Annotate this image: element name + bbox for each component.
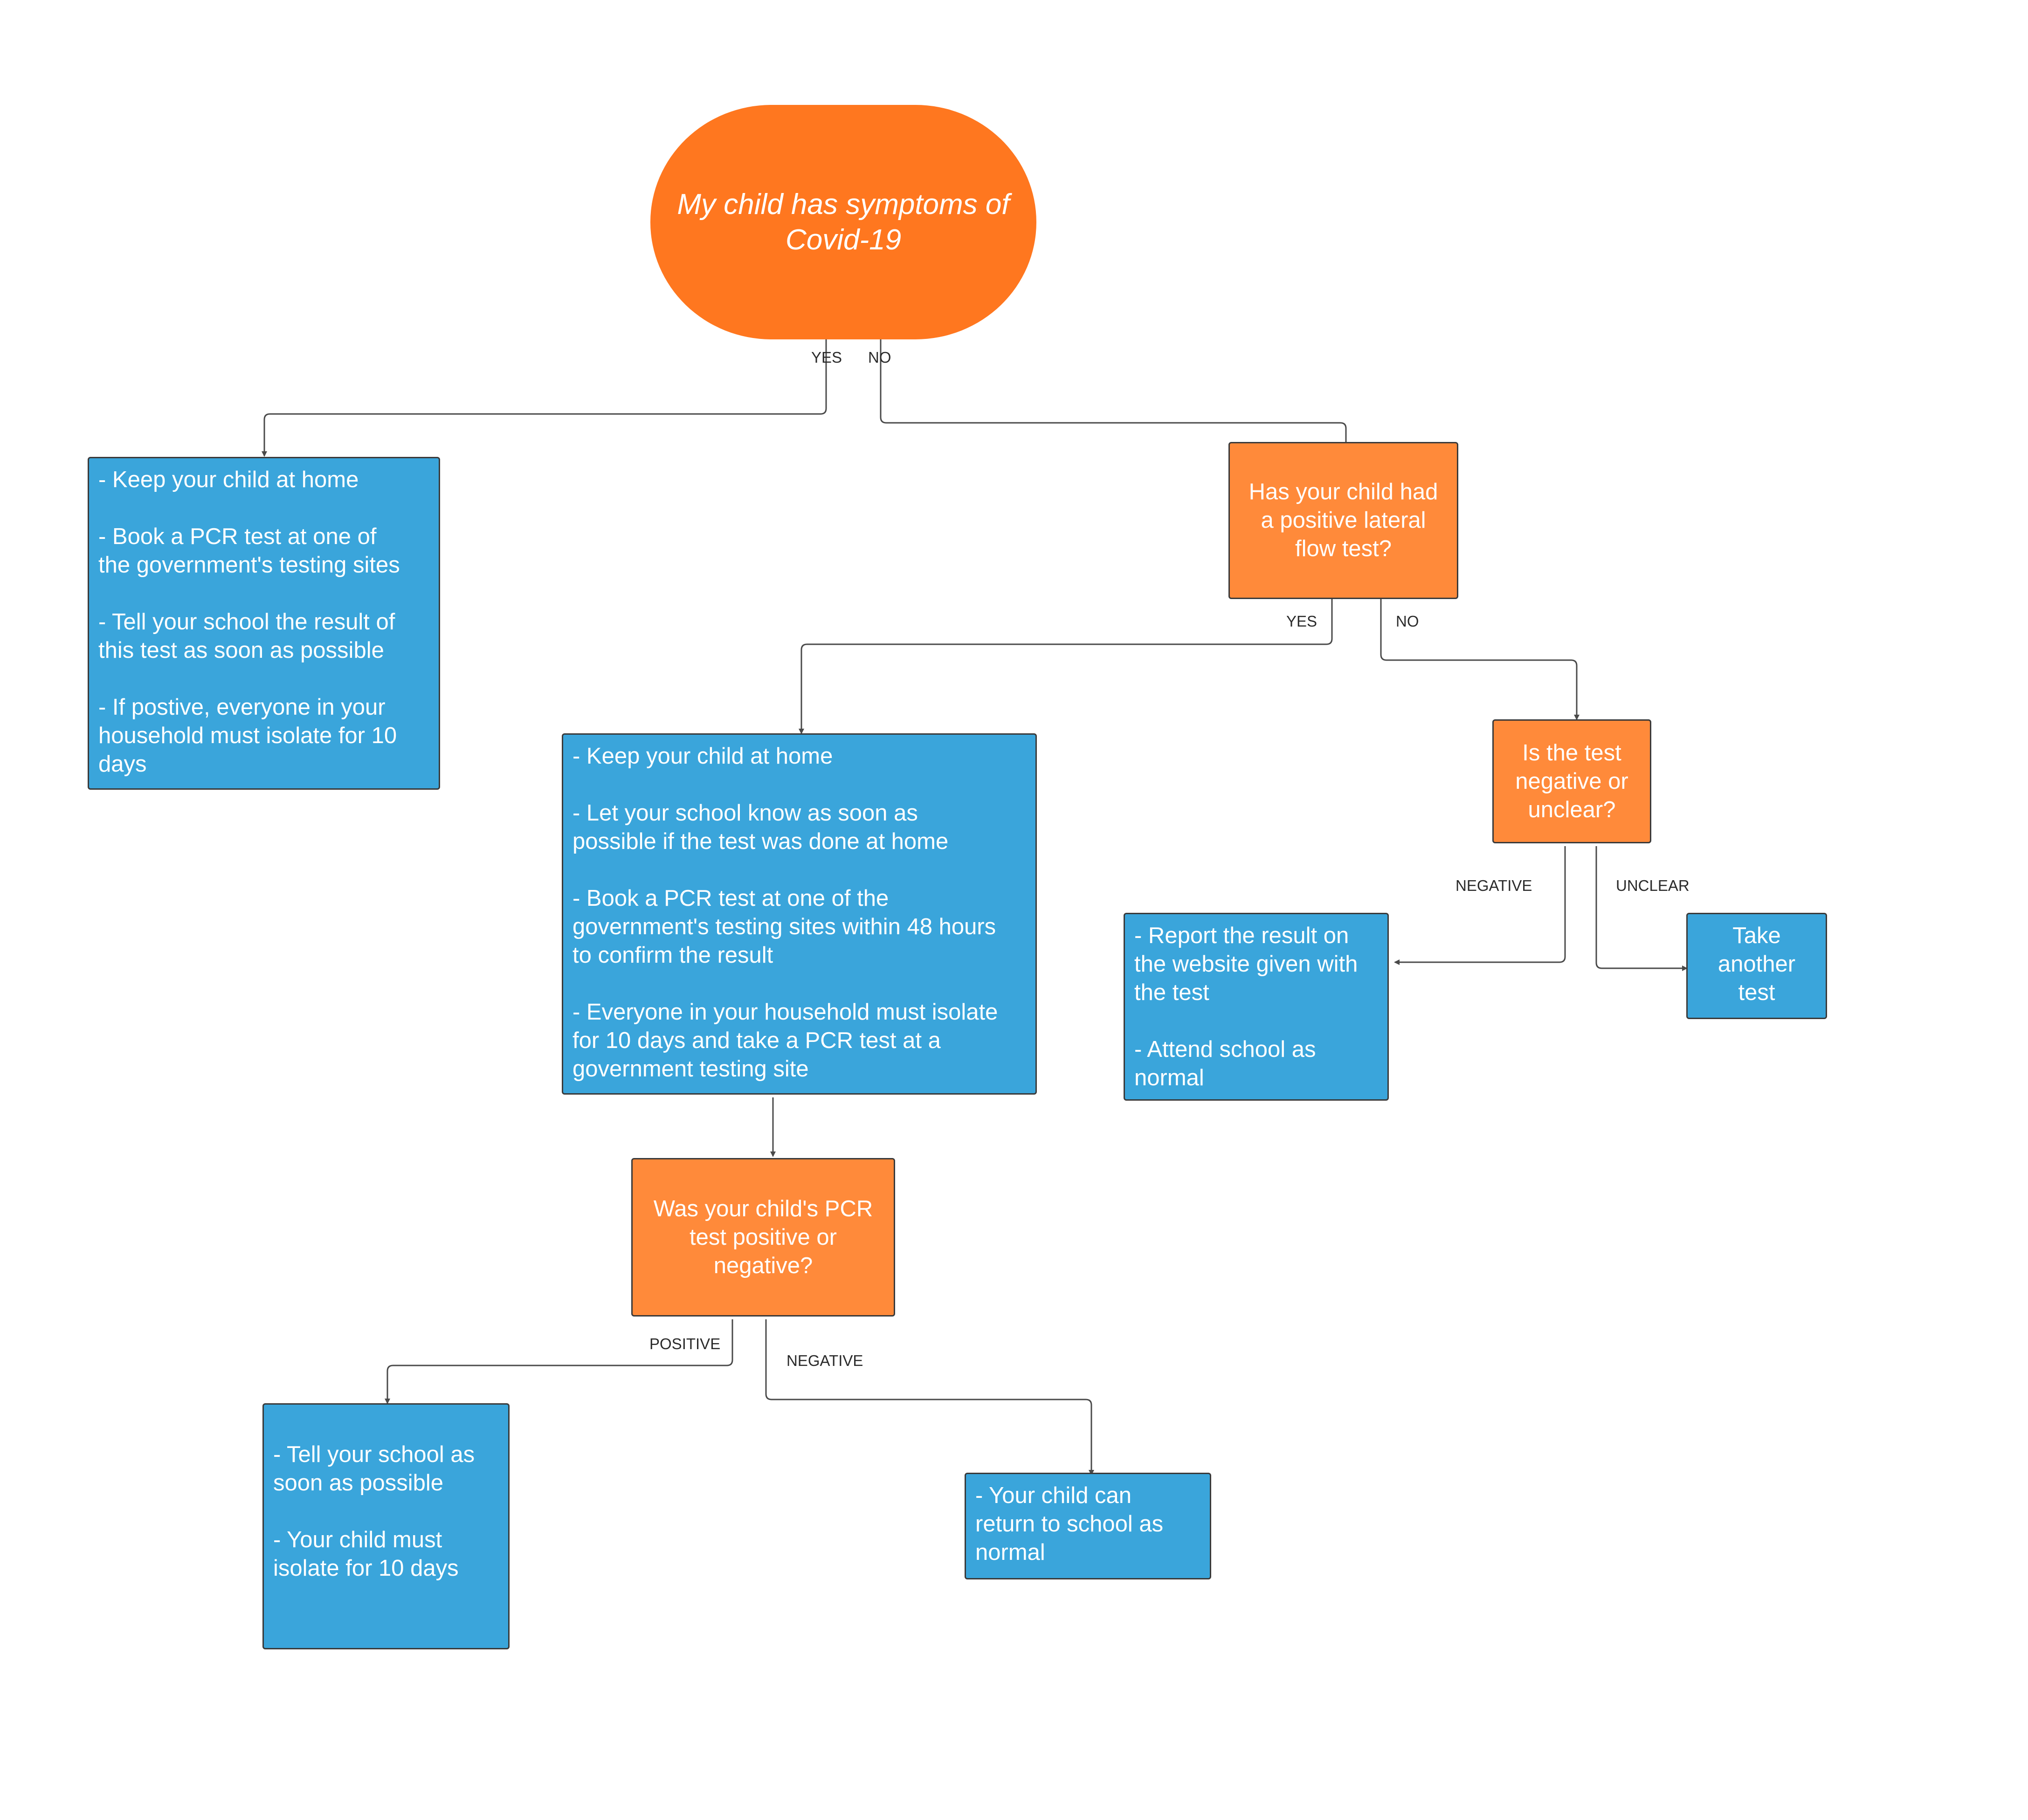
- blank-line: [1134, 1007, 1378, 1035]
- action-line: - If postive, everyone in your: [98, 695, 386, 720]
- action-line: the test: [1134, 980, 1209, 1005]
- connector-lft-no: [1380, 599, 1580, 720]
- action-line: - Your child must: [273, 1527, 442, 1552]
- blank-line: [573, 970, 1026, 998]
- question-line: Was your child's PCR: [653, 1196, 873, 1221]
- action-line: - Tell your school the result of: [98, 609, 395, 634]
- connector-start-no: [880, 339, 1347, 442]
- pcr-negative-actions-box: - Your child can return to school as nor…: [965, 1473, 1211, 1579]
- question-line: a positive lateral: [1261, 508, 1426, 533]
- edge-label-lft-yes: YES: [1286, 613, 1318, 630]
- blank-line: [98, 665, 429, 693]
- edge-label-unclear-unclear: UNCLEAR: [1616, 877, 1690, 894]
- yes-actions-box: - Keep your child at home - Book a PCR t…: [88, 457, 440, 790]
- pcr-question-box: Was your child's PCR test positive or ne…: [631, 1158, 895, 1317]
- edge-label-unclear-negative: NEGATIVE: [1455, 877, 1532, 894]
- connector-unclear-unclear: [1595, 846, 1688, 971]
- action-line: normal: [975, 1540, 1045, 1565]
- question-line: Has your child had: [1249, 479, 1438, 504]
- edge-label-lft-no: NO: [1396, 613, 1419, 630]
- blank-line: [573, 856, 1026, 884]
- action-line: Take: [1732, 923, 1781, 948]
- edge-label-pcr-positive: POSITIVE: [649, 1335, 721, 1352]
- question-line: negative?: [713, 1253, 813, 1278]
- action-line: - Tell your school as: [273, 1442, 475, 1467]
- action-line: - Keep your child at home: [98, 467, 359, 492]
- connector-start-yes: [262, 339, 827, 457]
- action-line: government testing site: [573, 1056, 809, 1082]
- blank-line: [273, 1497, 499, 1526]
- lft-positive-actions-box: - Keep your child at home - Let your sch…: [562, 733, 1037, 1095]
- action-line: return to school as: [975, 1511, 1164, 1537]
- lateral-flow-question-box: Has your child had a positive lateral fl…: [1228, 442, 1458, 599]
- edge-label-start-yes: YES: [811, 349, 842, 366]
- connector-pcr-negative: [765, 1319, 1094, 1475]
- report-result-box: - Report the result on the website given…: [1124, 913, 1389, 1101]
- connector-unclear-negative: [1394, 846, 1566, 965]
- action-line: - Book a PCR test at one of the: [573, 886, 889, 911]
- blank-line: [573, 771, 1026, 799]
- take-another-test-box: Take another test: [1686, 913, 1827, 1019]
- action-line: soon as possible: [273, 1470, 444, 1496]
- action-line: government's testing sites within 48 hou…: [573, 914, 996, 939]
- action-line: another: [1718, 951, 1796, 977]
- action-line: - Book a PCR test at one of: [98, 524, 377, 549]
- blank-line: [273, 1412, 499, 1441]
- action-line: - Report the result on: [1134, 923, 1349, 948]
- question-line: unclear?: [1528, 797, 1616, 822]
- edge-label-start-no: NO: [868, 349, 891, 366]
- action-line: for 10 days and take a PCR test at a: [573, 1028, 941, 1053]
- action-line: isolate for 10 days: [273, 1556, 459, 1581]
- action-line: - Everyone in your household must isolat…: [573, 1000, 998, 1025]
- pcr-positive-actions-box: - Tell your school as soon as possible -…: [262, 1403, 510, 1649]
- action-line: test: [1738, 980, 1775, 1005]
- start-terminal: My child has symptoms of Covid-19: [650, 105, 1036, 339]
- action-line: normal: [1134, 1065, 1204, 1090]
- question-line: flow test?: [1295, 536, 1392, 561]
- action-line: days: [98, 751, 147, 777]
- start-line: Covid-19: [785, 223, 902, 256]
- action-line: possible if the test was done at home: [573, 829, 949, 854]
- action-line: - Keep your child at home: [573, 744, 833, 769]
- question-line: Is the test: [1522, 740, 1621, 765]
- action-line: - Attend school as: [1134, 1037, 1316, 1062]
- action-line: this test as soon as possible: [98, 638, 384, 663]
- blank-line: [98, 579, 429, 608]
- question-line: test positive or: [690, 1224, 837, 1250]
- action-line: - Your child can: [975, 1483, 1132, 1508]
- start-line: My child has symptoms of: [677, 188, 1010, 221]
- blank-line: [98, 494, 429, 523]
- action-line: - Let your school know as soon as: [573, 800, 918, 826]
- question-line: negative or: [1515, 768, 1628, 794]
- connector-lft-yes: [799, 599, 1333, 734]
- action-line: household must isolate for 10: [98, 723, 397, 748]
- action-line: to confirm the result: [573, 943, 773, 968]
- action-line: the government's testing sites: [98, 552, 400, 578]
- connector-pcr-positive: [385, 1319, 733, 1404]
- action-line: the website given with: [1134, 951, 1358, 977]
- negative-unclear-question-box: Is the test negative or unclear?: [1492, 719, 1651, 843]
- edge-label-pcr-negative: NEGATIVE: [786, 1352, 863, 1369]
